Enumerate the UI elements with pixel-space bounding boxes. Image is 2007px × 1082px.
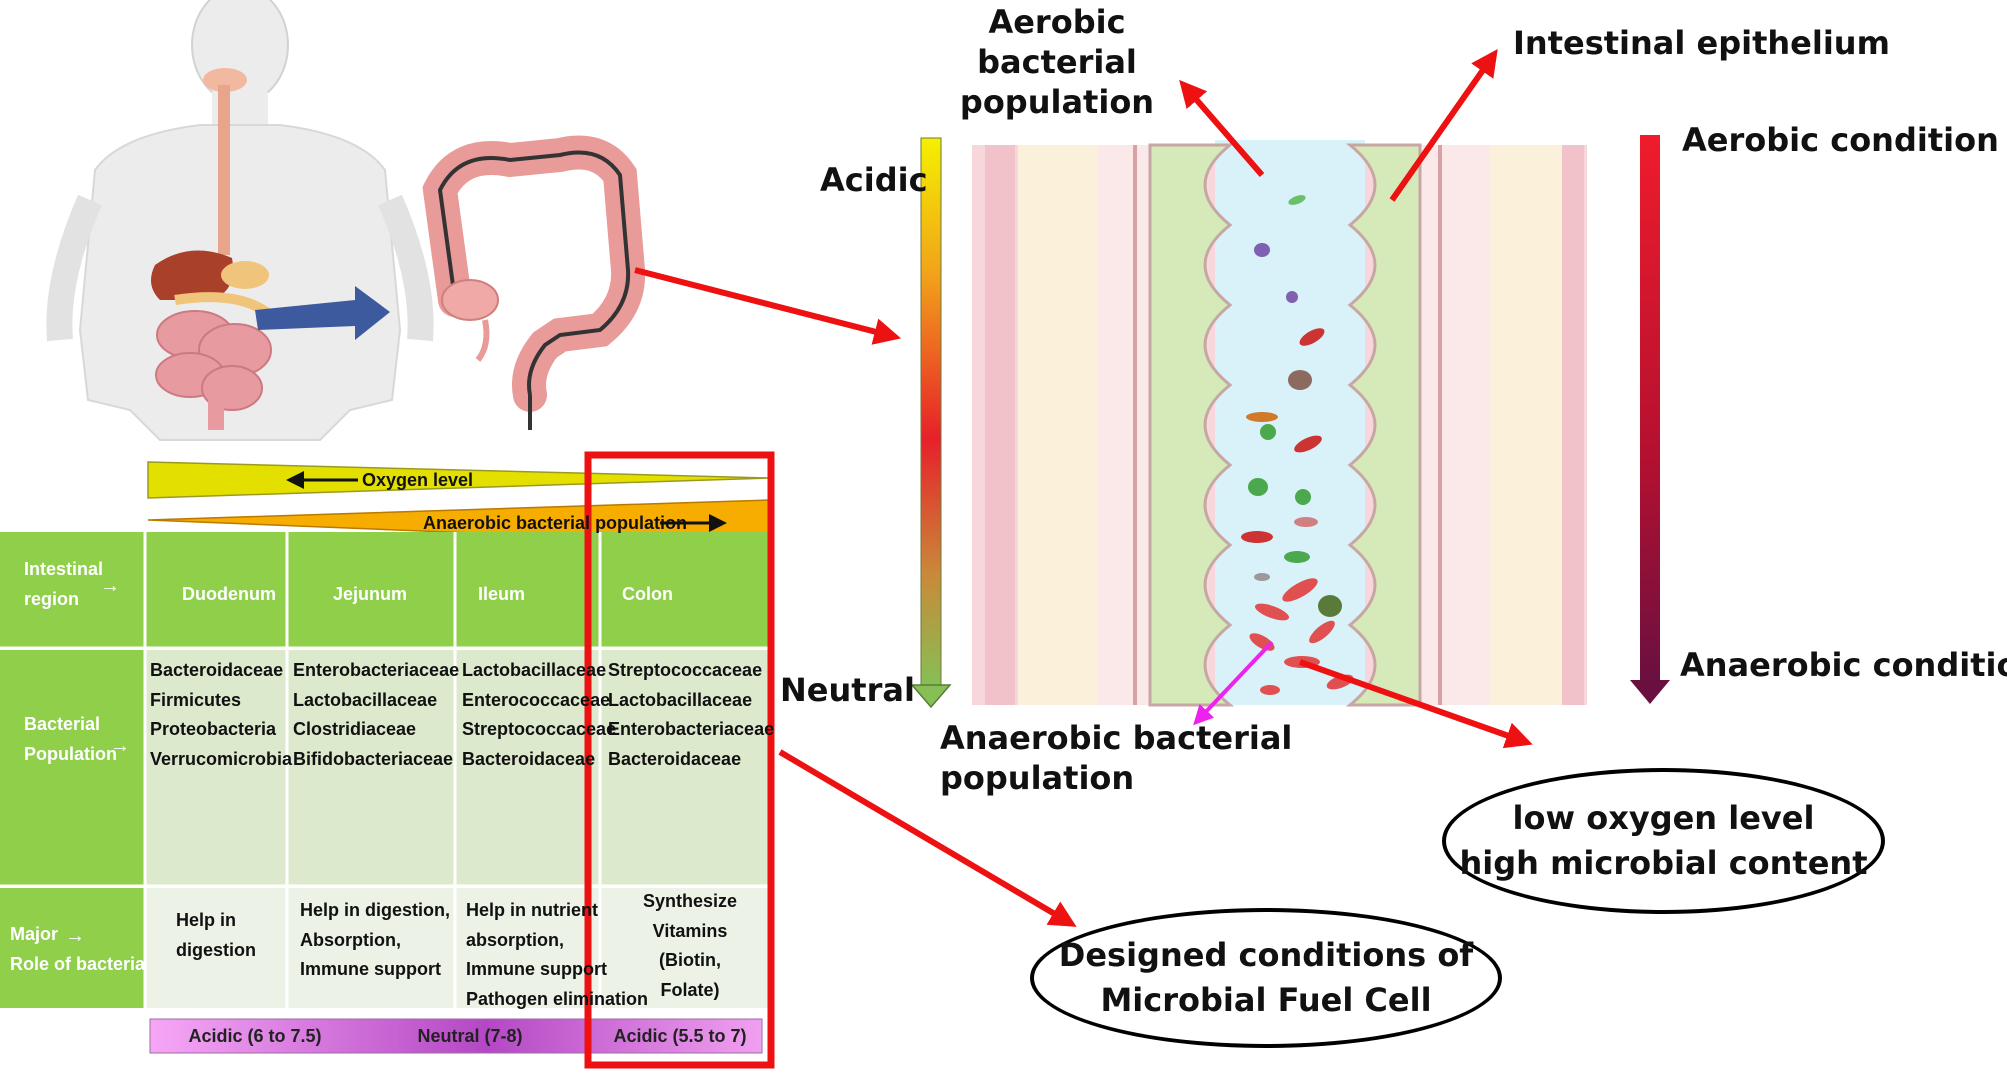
anaerobic-condition-label: Anaerobic condition [1680, 646, 2007, 684]
oxygen-condition-head [1630, 680, 1670, 704]
row-header-role: Major Role of bacteria [10, 924, 146, 974]
colon-to-section-arrow [634, 267, 902, 345]
role-duodenum: Help in digestion [176, 910, 256, 960]
mfc-text: Designed conditions of Microbial Fuel Ce… [1058, 936, 1474, 1019]
region-colon: Colon [622, 584, 673, 604]
ph-duodenum: Acidic (6 to 7.5) [188, 1025, 322, 1046]
population-jejunum: Enterobacteriaceae Lactobacillaceae Clos… [293, 660, 460, 770]
row-header-population: Bacterial Population [24, 714, 117, 764]
region-ileum: Ileum [478, 584, 526, 604]
ph-bar [149, 1018, 763, 1054]
human-body-illustration [46, 0, 434, 441]
intestinal-epithelium-label: Intestinal epithelium [1513, 24, 1890, 62]
row-arrow-region: → [100, 575, 120, 597]
colon-illustration [422, 135, 646, 430]
colon-highlight-box [584, 451, 775, 1069]
population-colon: Streptococcaceae Lactobacillaceae Entero… [608, 660, 775, 770]
aerobic-population-arrow [1179, 79, 1265, 177]
population-ileum: Lactobacillaceae Enterococcaceae Strepto… [462, 660, 617, 770]
aerobic-population-label: Aerobic bacterial population [959, 3, 1155, 121]
ph-middle: Neutral (7-8) [417, 1025, 523, 1046]
low-oxygen-oval: low oxygen level high microbial content [1442, 768, 1885, 914]
oxygen-level-label: Oxygen level [362, 470, 474, 490]
row-arrow-population: → [110, 735, 130, 757]
oxygen-condition-bar [1640, 135, 1660, 680]
table-backgrounds [0, 532, 768, 1008]
role-colon: Synthesize Vitamins (Biotin, Folate) [642, 891, 738, 1001]
region-jejunum: Jejunum [333, 584, 408, 604]
low-oxygen-text: low oxygen level high microbial content [1459, 799, 1868, 882]
role-jejunum: Help in digestion, Absorption, Immune su… [300, 900, 451, 980]
aerobic-condition-label: Aerobic condition [1682, 121, 1999, 159]
anaerobic-gradient-label: Anaerobic bacterial population [423, 513, 688, 533]
acidic-label: Acidic [820, 161, 928, 199]
colon-to-mfc-arrow [778, 749, 1077, 927]
red-arrows [634, 48, 1533, 927]
neutral-label: Neutral [780, 671, 915, 709]
anaerobic-population-arrow [1193, 640, 1274, 726]
acidity-gradient-head [910, 684, 952, 709]
row-header-region: Intestinal region [24, 559, 104, 609]
epithelium-arrow [1389, 48, 1498, 202]
role-ileum: Help in nutrient absorption, Immune supp… [466, 900, 649, 1010]
region-duodenum: Duodenum [182, 584, 276, 604]
row-arrow-role: → [65, 925, 85, 947]
intestine-cross-section [972, 140, 1587, 707]
acidity-gradient-bar [920, 137, 942, 686]
anaerobic-population-label: Anaerobic bacterial population [940, 719, 1293, 797]
ph-colon: Acidic (5.5 to 7) [613, 1025, 747, 1046]
mfc-oval: Designed conditions of Microbial Fuel Ce… [1030, 908, 1502, 1048]
population-duodenum: Bacteroidaceae Firmicutes Proteobacteria… [150, 660, 293, 770]
low-oxygen-arrow [1298, 659, 1533, 749]
